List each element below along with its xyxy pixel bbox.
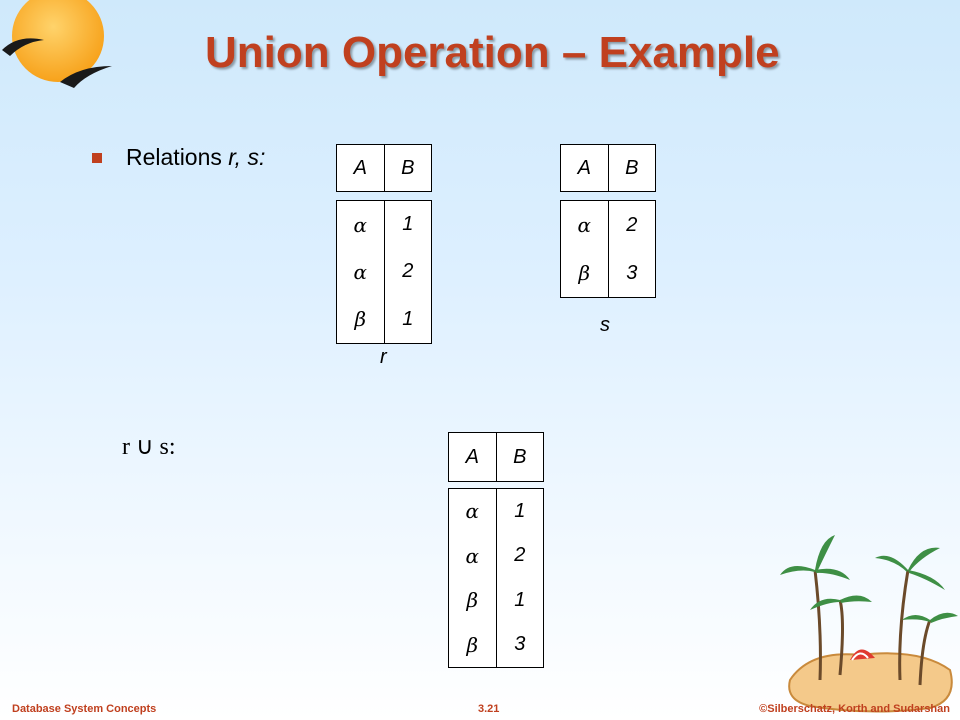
column-b: 1 2 1 (383, 201, 432, 343)
cell: β (466, 632, 479, 657)
relation-s-header: A B (560, 144, 656, 192)
bullet-prefix: Relations (126, 144, 229, 170)
cell: 2 (626, 213, 638, 236)
cell: α (353, 259, 367, 284)
column-a: α α β (337, 201, 384, 343)
column-b: 2 3 (607, 201, 656, 297)
cell: 3 (626, 261, 638, 284)
header-b: B (383, 145, 432, 191)
relation-union: A B α α β β 1 2 1 3 (448, 432, 544, 668)
relation-s: A B α β 2 3 s (560, 144, 656, 340)
bullet-item: Relations r, s: (92, 144, 265, 171)
header-a: A (465, 445, 479, 468)
cell: β (354, 307, 367, 332)
bullet-square-icon (92, 152, 102, 163)
footer-page-number: 3.21 (478, 703, 500, 715)
relation-r-name: r (380, 346, 387, 368)
cell: 1 (514, 588, 526, 611)
relation-union-body: α α β β 1 2 1 3 (448, 488, 544, 668)
cell: 1 (514, 499, 526, 522)
relation-s-body: α β 2 3 (560, 200, 656, 298)
cell: 3 (514, 633, 526, 656)
relation-union-header: A B (448, 432, 544, 482)
relation-r-body: α α β 1 2 1 (336, 200, 432, 344)
cell: 2 (402, 260, 414, 283)
cell: β (578, 261, 591, 285)
cell: α (577, 213, 591, 237)
header-b: B (607, 145, 656, 191)
relation-r: A B α α β 1 2 1 r (336, 144, 432, 374)
cell: 1 (402, 213, 414, 236)
union-label: r ∪ s: (122, 434, 176, 460)
header-b: B (495, 433, 544, 481)
cell: 1 (402, 307, 414, 330)
sun-bird-logo-icon (2, 0, 112, 88)
cell: α (465, 499, 479, 524)
cell: β (466, 588, 479, 613)
relation-r-header: A B (336, 144, 432, 192)
slide-title: Union Operation – Example (205, 28, 780, 77)
column-a: α β (561, 201, 608, 297)
footer-right: ©Silberschatz, Korth and Sudarshan (759, 703, 950, 715)
header-a: A (353, 156, 367, 179)
bullet-relation-names: r, s: (228, 144, 266, 170)
column-b: 1 2 1 3 (495, 489, 544, 667)
footer-left: Database System Concepts (12, 703, 157, 715)
cell: α (353, 212, 367, 237)
header-a: A (577, 156, 591, 179)
relation-s-name: s (600, 314, 610, 336)
palm-island-icon (780, 535, 958, 713)
cell: 2 (514, 544, 526, 567)
column-a: α α β β (449, 489, 496, 667)
cell: α (465, 543, 479, 568)
